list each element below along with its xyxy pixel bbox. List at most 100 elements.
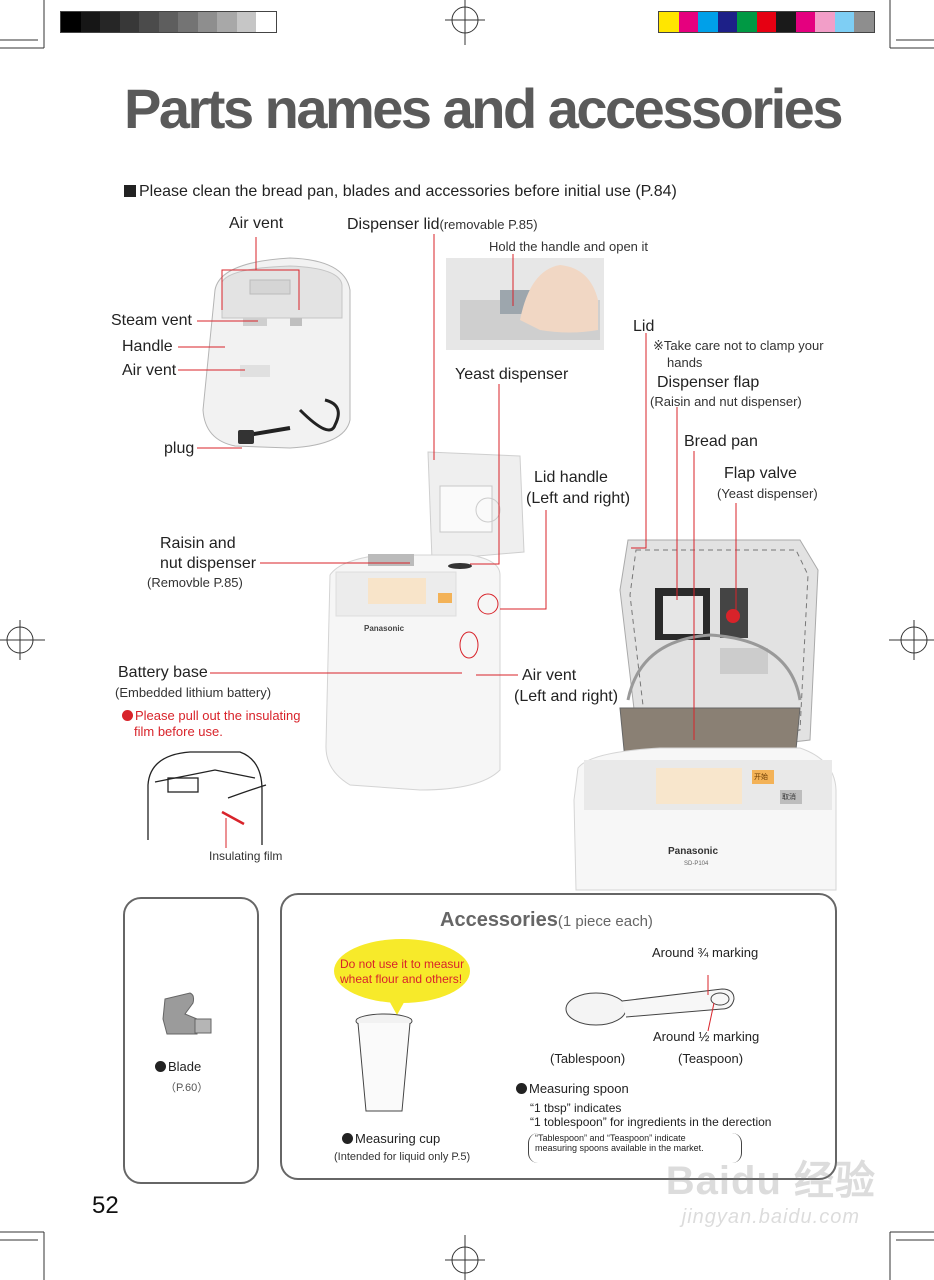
teaspoon-label: (Teaspoon) — [678, 1051, 744, 1066]
label-dispenser-lid: Dispenser lid(removable P.85) — [347, 216, 538, 234]
callout-tail — [387, 997, 407, 1015]
warning-line-1: Please pull out the insulating — [122, 708, 301, 723]
gray-swatch — [178, 12, 198, 32]
accessories-title: Accessories — [440, 909, 558, 931]
baidu-watermark: Baidu 经验 jingyan.baidu.com — [666, 1148, 876, 1229]
label-steam-vent: Steam vent — [111, 312, 192, 329]
registration-mark-bottom — [445, 1235, 485, 1280]
gray-swatch — [61, 12, 81, 32]
square-bullet-icon — [124, 185, 136, 197]
label-bread-pan: Bread pan — [684, 433, 758, 450]
label-yeast-dispenser: Yeast dispenser — [455, 366, 569, 383]
callout-line-1: Do not use it to measur — [340, 957, 465, 971]
intro-note: Please clean the bread pan, blades and a… — [124, 183, 677, 201]
blade-label: Blade — [168, 1059, 202, 1074]
gray-swatch — [139, 12, 159, 32]
dispenser-lid-note: (removable P.85) — [439, 217, 538, 232]
measuring-spoon-icon — [565, 975, 735, 1032]
raisin-note: (Removble P.85) — [147, 575, 243, 590]
cup-warning-callout — [334, 939, 470, 1003]
gray-swatch — [119, 12, 140, 32]
label-handle: Handle — [122, 338, 173, 355]
dispenser-lid-photo — [446, 258, 604, 350]
color-swatch — [737, 12, 757, 32]
gray-swatch — [100, 12, 120, 32]
label-air-vent-top: Air vent — [229, 215, 284, 232]
brand-label-main: Panasonic — [364, 624, 405, 633]
around-half-label: Around ½ marking — [653, 1029, 760, 1044]
main-machine — [325, 451, 525, 791]
brand-label-large: Panasonic — [668, 846, 719, 857]
spoon-label-row: Measuring spoon — [516, 1081, 629, 1096]
bullet-icon — [516, 1083, 527, 1094]
parts-illustration — [147, 234, 837, 891]
spoon-note-1: “Tablespoon” and “Teaspoon” indicate — [535, 1133, 686, 1143]
label-dispenser-flap: Dispenser flap — [657, 374, 760, 391]
label-insulating-film: Insulating film — [209, 849, 283, 863]
registration-mark-right — [889, 620, 934, 660]
intro-text: Please clean the bread pan, blades and a… — [139, 183, 677, 200]
color-swatch — [717, 12, 738, 32]
around-three-quarter-label: Around ¾ marking — [652, 945, 759, 960]
watermark-url: jingyan.baidu.com — [681, 1206, 860, 1228]
label-hold-handle: Hold the handle and open it — [489, 239, 649, 254]
label-lid: Lid — [633, 318, 655, 335]
gray-swatch — [158, 12, 179, 32]
gray-swatch — [217, 12, 237, 32]
grayscale-bar — [60, 11, 277, 33]
color-swatch — [776, 12, 796, 32]
cup-note: (Intended for liquid only P.5) — [334, 1151, 471, 1163]
accessories-panel: Accessories(1 piece each) Do not use it … — [280, 893, 837, 1180]
blade-panel: Blade （P.60） — [123, 897, 259, 1184]
spoon-note-2: measuring spoons available in the market… — [535, 1143, 704, 1153]
red-bullet-icon — [122, 710, 133, 721]
label-air-vent-right-1: Air vent — [522, 667, 577, 684]
color-swatch — [795, 12, 816, 32]
bullet-icon — [342, 1133, 353, 1144]
blade-icon — [162, 992, 212, 1035]
callout-line-2: wheat flour and others! — [340, 972, 463, 986]
measuring-cup-icon — [355, 1013, 413, 1112]
label-raisin-2: nut dispenser — [160, 555, 257, 572]
bullet-icon — [155, 1061, 166, 1072]
spoon-note-box: “Tablespoon” and “Teaspoon” indicate mea… — [528, 1133, 742, 1163]
spoon-line-1: “1 tbsp” indicates — [530, 1101, 622, 1115]
blade-ref: （P.60） — [165, 1082, 209, 1094]
flap-valve-note: (Yeast dispenser) — [717, 486, 818, 501]
lid-note-line-2: hands — [667, 355, 703, 370]
label-lid-handle-1: Lid handle — [534, 469, 608, 486]
spoon-label: Measuring spoon — [529, 1081, 629, 1096]
color-swatch — [756, 12, 777, 32]
registration-mark-left — [0, 620, 45, 660]
label-air-vent-left: Air vent — [122, 362, 177, 379]
color-swatch — [698, 12, 718, 32]
label-raisin-1: Raisin and — [160, 535, 236, 552]
warning-text-1: Please pull out the insulating — [135, 708, 301, 723]
cup-label-row: Measuring cup — [342, 1131, 440, 1146]
label-flap-valve: Flap valve — [724, 465, 797, 482]
page-number: 52 — [92, 1192, 119, 1219]
cancel-button-label: 取消 — [782, 794, 796, 801]
watermark-brand: Baidu 经验 — [665, 1159, 876, 1203]
label-lid-handle-2: (Left and right) — [526, 490, 631, 507]
accessories-heading: Accessories(1 piece each) — [440, 909, 653, 932]
color-swatch — [815, 12, 835, 32]
blade-label-row: Blade — [155, 1059, 201, 1074]
gray-swatch — [256, 12, 277, 32]
lid-open-photo — [573, 539, 837, 891]
battery-note: (Embedded lithium battery) — [115, 685, 272, 700]
gray-swatch — [197, 12, 218, 32]
page-title: Parts names and accessories — [124, 77, 843, 140]
color-swatch — [854, 12, 875, 32]
label-plug: plug — [164, 440, 195, 457]
gray-swatch — [236, 12, 257, 32]
color-swatch — [659, 12, 679, 32]
registration-mark-top — [445, 0, 485, 45]
label-battery-base: Battery base — [118, 664, 208, 681]
dispenser-flap-note: (Raisin and nut dispenser) — [650, 394, 802, 409]
accessories-title-note: (1 piece each) — [557, 913, 653, 930]
rear-view-machine — [202, 257, 351, 449]
color-bar — [658, 11, 875, 33]
lid-note-line-1: ※Take care not to clamp your — [653, 338, 824, 353]
